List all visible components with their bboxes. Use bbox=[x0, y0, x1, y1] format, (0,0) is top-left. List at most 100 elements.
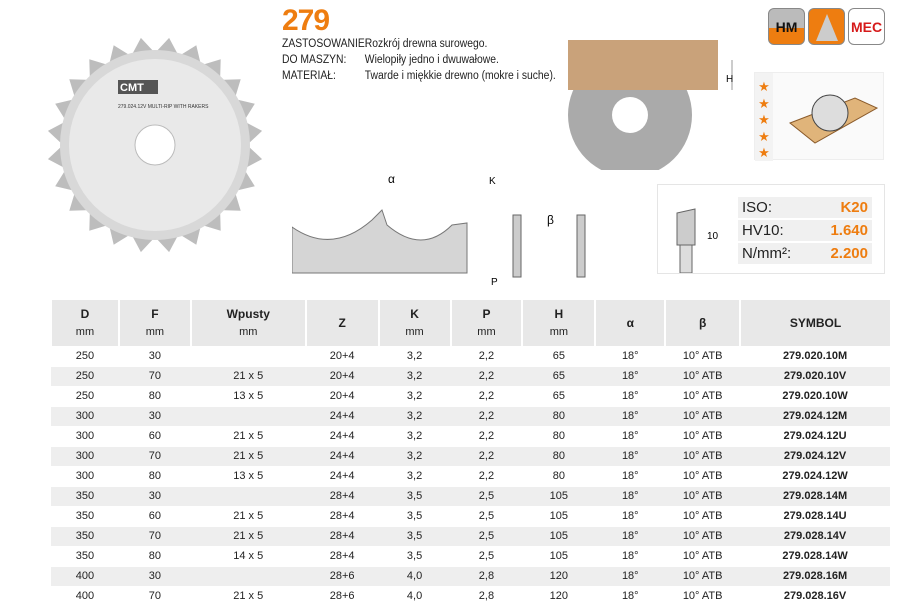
symbol-cell: 279.028.16M bbox=[740, 566, 890, 587]
table-cell: 14 x 5 bbox=[190, 546, 306, 567]
table-cell: 70 bbox=[118, 366, 191, 387]
table-cell: 80 bbox=[118, 466, 191, 487]
table-cell: 250 bbox=[51, 386, 119, 407]
table-cell: 21 x 5 bbox=[190, 526, 306, 547]
table-cell: 3,2 bbox=[378, 366, 451, 387]
table-cell: 24+4 bbox=[305, 446, 379, 467]
table-cell: 105 bbox=[522, 486, 596, 507]
table-cell: 18° bbox=[595, 506, 666, 527]
symbol-cell: 279.028.16V bbox=[740, 586, 890, 607]
table-cell: 18° bbox=[595, 466, 666, 487]
table-cell: 3,5 bbox=[378, 486, 451, 507]
table-cell: 28+6 bbox=[305, 586, 379, 607]
symbol-cell: 279.024.12M bbox=[740, 406, 890, 427]
table-cell: 3,2 bbox=[378, 386, 451, 407]
table-cell: 20+4 bbox=[305, 346, 379, 367]
tooth-profile-diagram: K β P bbox=[489, 176, 586, 288]
table-cell: 80 bbox=[522, 406, 596, 427]
table-cell: 28+4 bbox=[305, 506, 379, 527]
blade-model-text: 279.024.12V MULTI-RIP WITH RAKERS bbox=[118, 104, 209, 110]
table-cell: 2,2 bbox=[450, 346, 523, 367]
table-cell: 10° ATB bbox=[665, 446, 741, 467]
table-cell: 24+4 bbox=[305, 406, 379, 427]
table-cell: 18° bbox=[595, 346, 666, 367]
column-header: Z bbox=[304, 300, 379, 346]
spec-material: MATERIAŁ:Twarde i miękkie drewno (mokre … bbox=[282, 70, 556, 82]
table-cell: 80 bbox=[118, 546, 191, 567]
symbol-cell: 279.028.14V bbox=[740, 526, 890, 547]
symbol-cell: 279.028.14W bbox=[740, 546, 890, 567]
column-header: β bbox=[664, 300, 741, 346]
table-cell: 10° ATB bbox=[665, 546, 741, 567]
table-cell: 2,2 bbox=[450, 406, 523, 427]
symbol-cell: 279.024.12U bbox=[740, 426, 890, 447]
table-cell: 300 bbox=[51, 426, 119, 447]
table-cell: 105 bbox=[522, 506, 596, 527]
table-cell: 13 x 5 bbox=[190, 386, 306, 407]
table-cell: 70 bbox=[118, 526, 191, 547]
table-cell: 120 bbox=[522, 566, 596, 587]
table-cell: 20+4 bbox=[305, 386, 379, 407]
table-cell: 3,2 bbox=[378, 426, 451, 447]
tooth-height-diagram: 10 bbox=[676, 208, 719, 273]
table-cell: 80 bbox=[522, 426, 596, 447]
table-cell: 350 bbox=[51, 546, 119, 567]
cutting-illustration: H bbox=[568, 40, 733, 170]
table-cell: 21 x 5 bbox=[190, 506, 306, 527]
table-cell: 105 bbox=[522, 546, 596, 567]
table-cell: 4,0 bbox=[378, 586, 451, 607]
table-cell: 18° bbox=[595, 526, 666, 547]
table-cell: 80 bbox=[118, 386, 191, 407]
hm-badge: HM bbox=[768, 8, 805, 45]
table-cell: 2,5 bbox=[450, 506, 523, 527]
table-cell: 250 bbox=[51, 346, 119, 367]
table-cell: 2,5 bbox=[450, 526, 523, 547]
table-cell: 10° ATB bbox=[665, 346, 741, 367]
table-cell: 18° bbox=[595, 386, 666, 407]
table-cell: 10° ATB bbox=[665, 486, 741, 507]
table-cell: 400 bbox=[51, 586, 119, 607]
table-cell: 18° bbox=[595, 366, 666, 387]
table-cell: 30 bbox=[118, 566, 191, 587]
table-cell: 18° bbox=[595, 586, 666, 607]
table-cell: 10° ATB bbox=[665, 586, 741, 607]
symbol-cell: 279.028.14U bbox=[740, 506, 890, 527]
table-cell: 250 bbox=[51, 366, 119, 387]
table-cell bbox=[190, 486, 306, 507]
material-properties-panel: 10 ISO:K20 HV10:1.640 N/mm²:2.200 bbox=[657, 184, 885, 274]
table-cell: 10° ATB bbox=[665, 426, 741, 447]
table-cell: 18° bbox=[595, 426, 666, 447]
table-cell: 21 x 5 bbox=[190, 366, 306, 387]
cmt-badge bbox=[808, 8, 845, 45]
table-cell: 10° ATB bbox=[665, 526, 741, 547]
table-cell: 3,2 bbox=[378, 346, 451, 367]
table-cell: 4,0 bbox=[378, 566, 451, 587]
svg-text:CMT: CMT bbox=[120, 82, 144, 94]
iso-row: ISO:K20 bbox=[738, 197, 872, 218]
table-cell: 2,8 bbox=[450, 566, 523, 587]
table-cell: 2,5 bbox=[450, 486, 523, 507]
table-cell: 21 x 5 bbox=[190, 586, 306, 607]
table-cell bbox=[190, 566, 306, 587]
table-cell: 70 bbox=[118, 586, 191, 607]
table-cell: 13 x 5 bbox=[190, 466, 306, 487]
k-label: K bbox=[489, 176, 496, 187]
table-cell: 60 bbox=[118, 506, 191, 527]
table-cell: 10° ATB bbox=[665, 366, 741, 387]
table-cell: 24+4 bbox=[305, 426, 379, 447]
table-cell: 2,2 bbox=[450, 466, 523, 487]
product-code: 279 bbox=[282, 4, 330, 37]
table-cell: 18° bbox=[595, 486, 666, 507]
table-cell: 105 bbox=[522, 526, 596, 547]
star-icon: ★★★★★ bbox=[755, 73, 773, 161]
table-cell: 70 bbox=[118, 446, 191, 467]
table-cell: 3,2 bbox=[378, 446, 451, 467]
symbol-cell: 279.020.10V bbox=[740, 366, 890, 387]
